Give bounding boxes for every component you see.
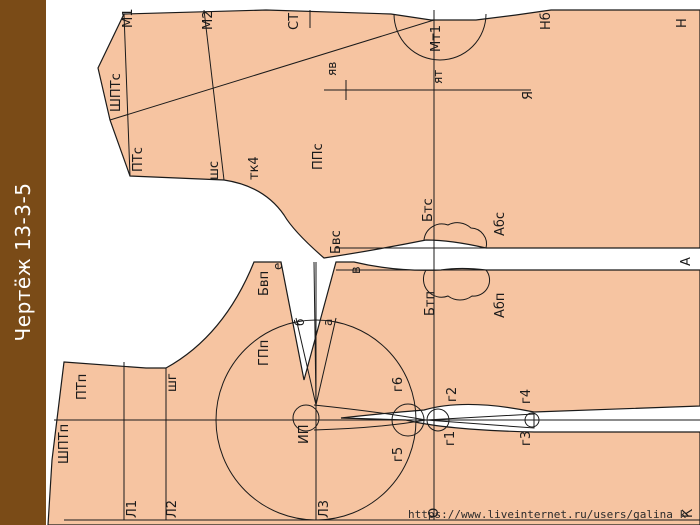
label-l2: Л2 (165, 500, 180, 518)
side-band: Чертёж 13-3-5 (0, 0, 46, 525)
front-piece (47, 261, 700, 525)
label-pps: ППс (311, 143, 326, 170)
label-nb: Нб (539, 12, 554, 30)
label-yav: яв (325, 62, 339, 76)
label-ya: Я (521, 91, 536, 100)
label-shg: шг (165, 373, 180, 392)
label-v: в (349, 266, 364, 274)
label-g6: г6 (391, 377, 406, 392)
label-shptp: ШПТп (57, 424, 72, 464)
label-bvp: Бвп (257, 271, 272, 296)
watermark: https://www.liveinternet.ru/users/galina… (408, 508, 687, 521)
point-labels: М1 М2 СТ Мт1 Нб Н ШПТс яв ят Я ПТс шс тк… (57, 9, 696, 519)
label-g2: г2 (445, 387, 460, 402)
label-m1: М1 (121, 9, 136, 29)
label-tk4: тк4 (247, 156, 262, 180)
back-piece (97, 9, 700, 259)
label-g1: г1 (443, 431, 458, 446)
label-abp: Абп (493, 293, 508, 318)
label-shs: шс (207, 161, 222, 180)
label-g5: г5 (391, 447, 406, 462)
label-pts: ПТс (131, 147, 146, 172)
label-l1: Л1 (125, 500, 140, 518)
label-g4: г4 (519, 389, 534, 404)
label-bvs: Бвс (329, 230, 344, 254)
label-mt1: Мт1 (429, 25, 444, 52)
label-b: б (293, 319, 307, 326)
pattern-drawing: М1 М2 СТ Мт1 Нб Н ШПТс яв ят Я ПТс шс тк… (47, 9, 700, 525)
label-m2: М2 (201, 11, 216, 31)
label-st: СТ (287, 13, 302, 30)
drawing-title: Чертёж 13-3-5 (11, 182, 35, 342)
label-btp: Бтп (423, 291, 438, 316)
label-ptp: ПТп (75, 374, 90, 400)
label-k: К (681, 509, 696, 518)
label-n: Н (675, 18, 690, 28)
label-ip: ИП (297, 425, 312, 445)
label-l3: Л3 (317, 500, 332, 518)
construction-lines (54, 9, 700, 521)
label-shpts: ШПТс (109, 73, 124, 112)
label-o: О (427, 508, 442, 518)
label-bts: Бтс (421, 198, 436, 222)
construction-circles (215, 13, 540, 521)
label-e: е (271, 263, 285, 270)
label-a-small: а (321, 319, 335, 326)
label-yat: ят (431, 70, 445, 84)
label-gpp: ГПп (257, 340, 272, 366)
label-a: А (679, 257, 694, 266)
label-abs: Абс (493, 212, 508, 236)
label-g3: г3 (519, 431, 534, 446)
